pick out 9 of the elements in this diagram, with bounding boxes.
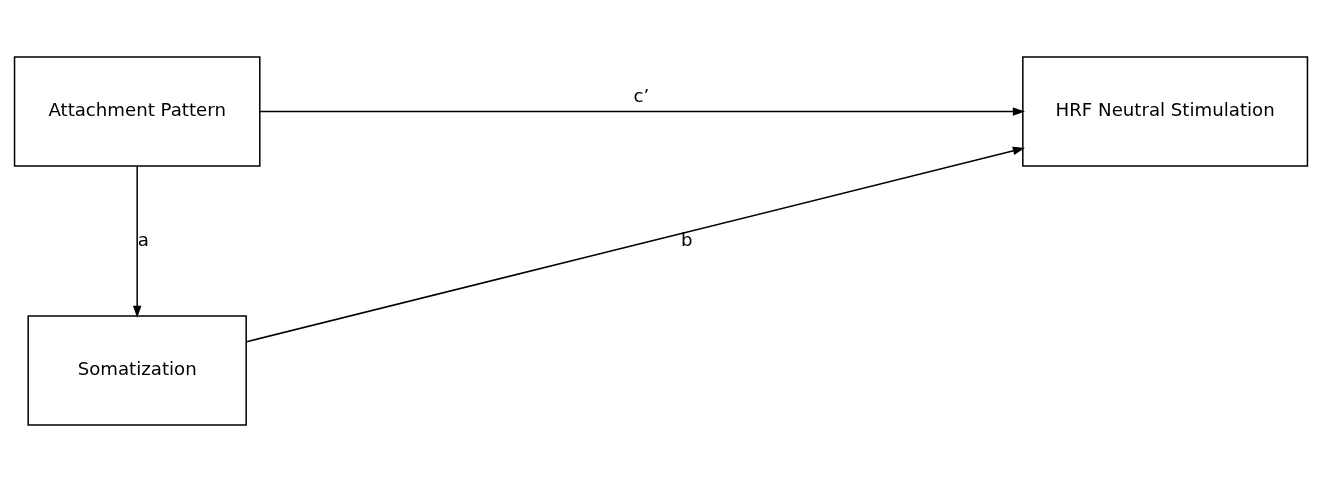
arrow <box>259 106 1025 116</box>
arrow <box>246 146 1025 342</box>
arrow <box>132 164 142 318</box>
edge-label: a <box>137 228 149 250</box>
node-box: Attachment Pattern <box>13 55 261 167</box>
node-box: HRF Neutral Stimulation <box>1022 55 1309 167</box>
edge-label: b <box>680 228 693 250</box>
edge-label: c’ <box>633 84 650 106</box>
node-box: Somatization <box>27 314 247 426</box>
